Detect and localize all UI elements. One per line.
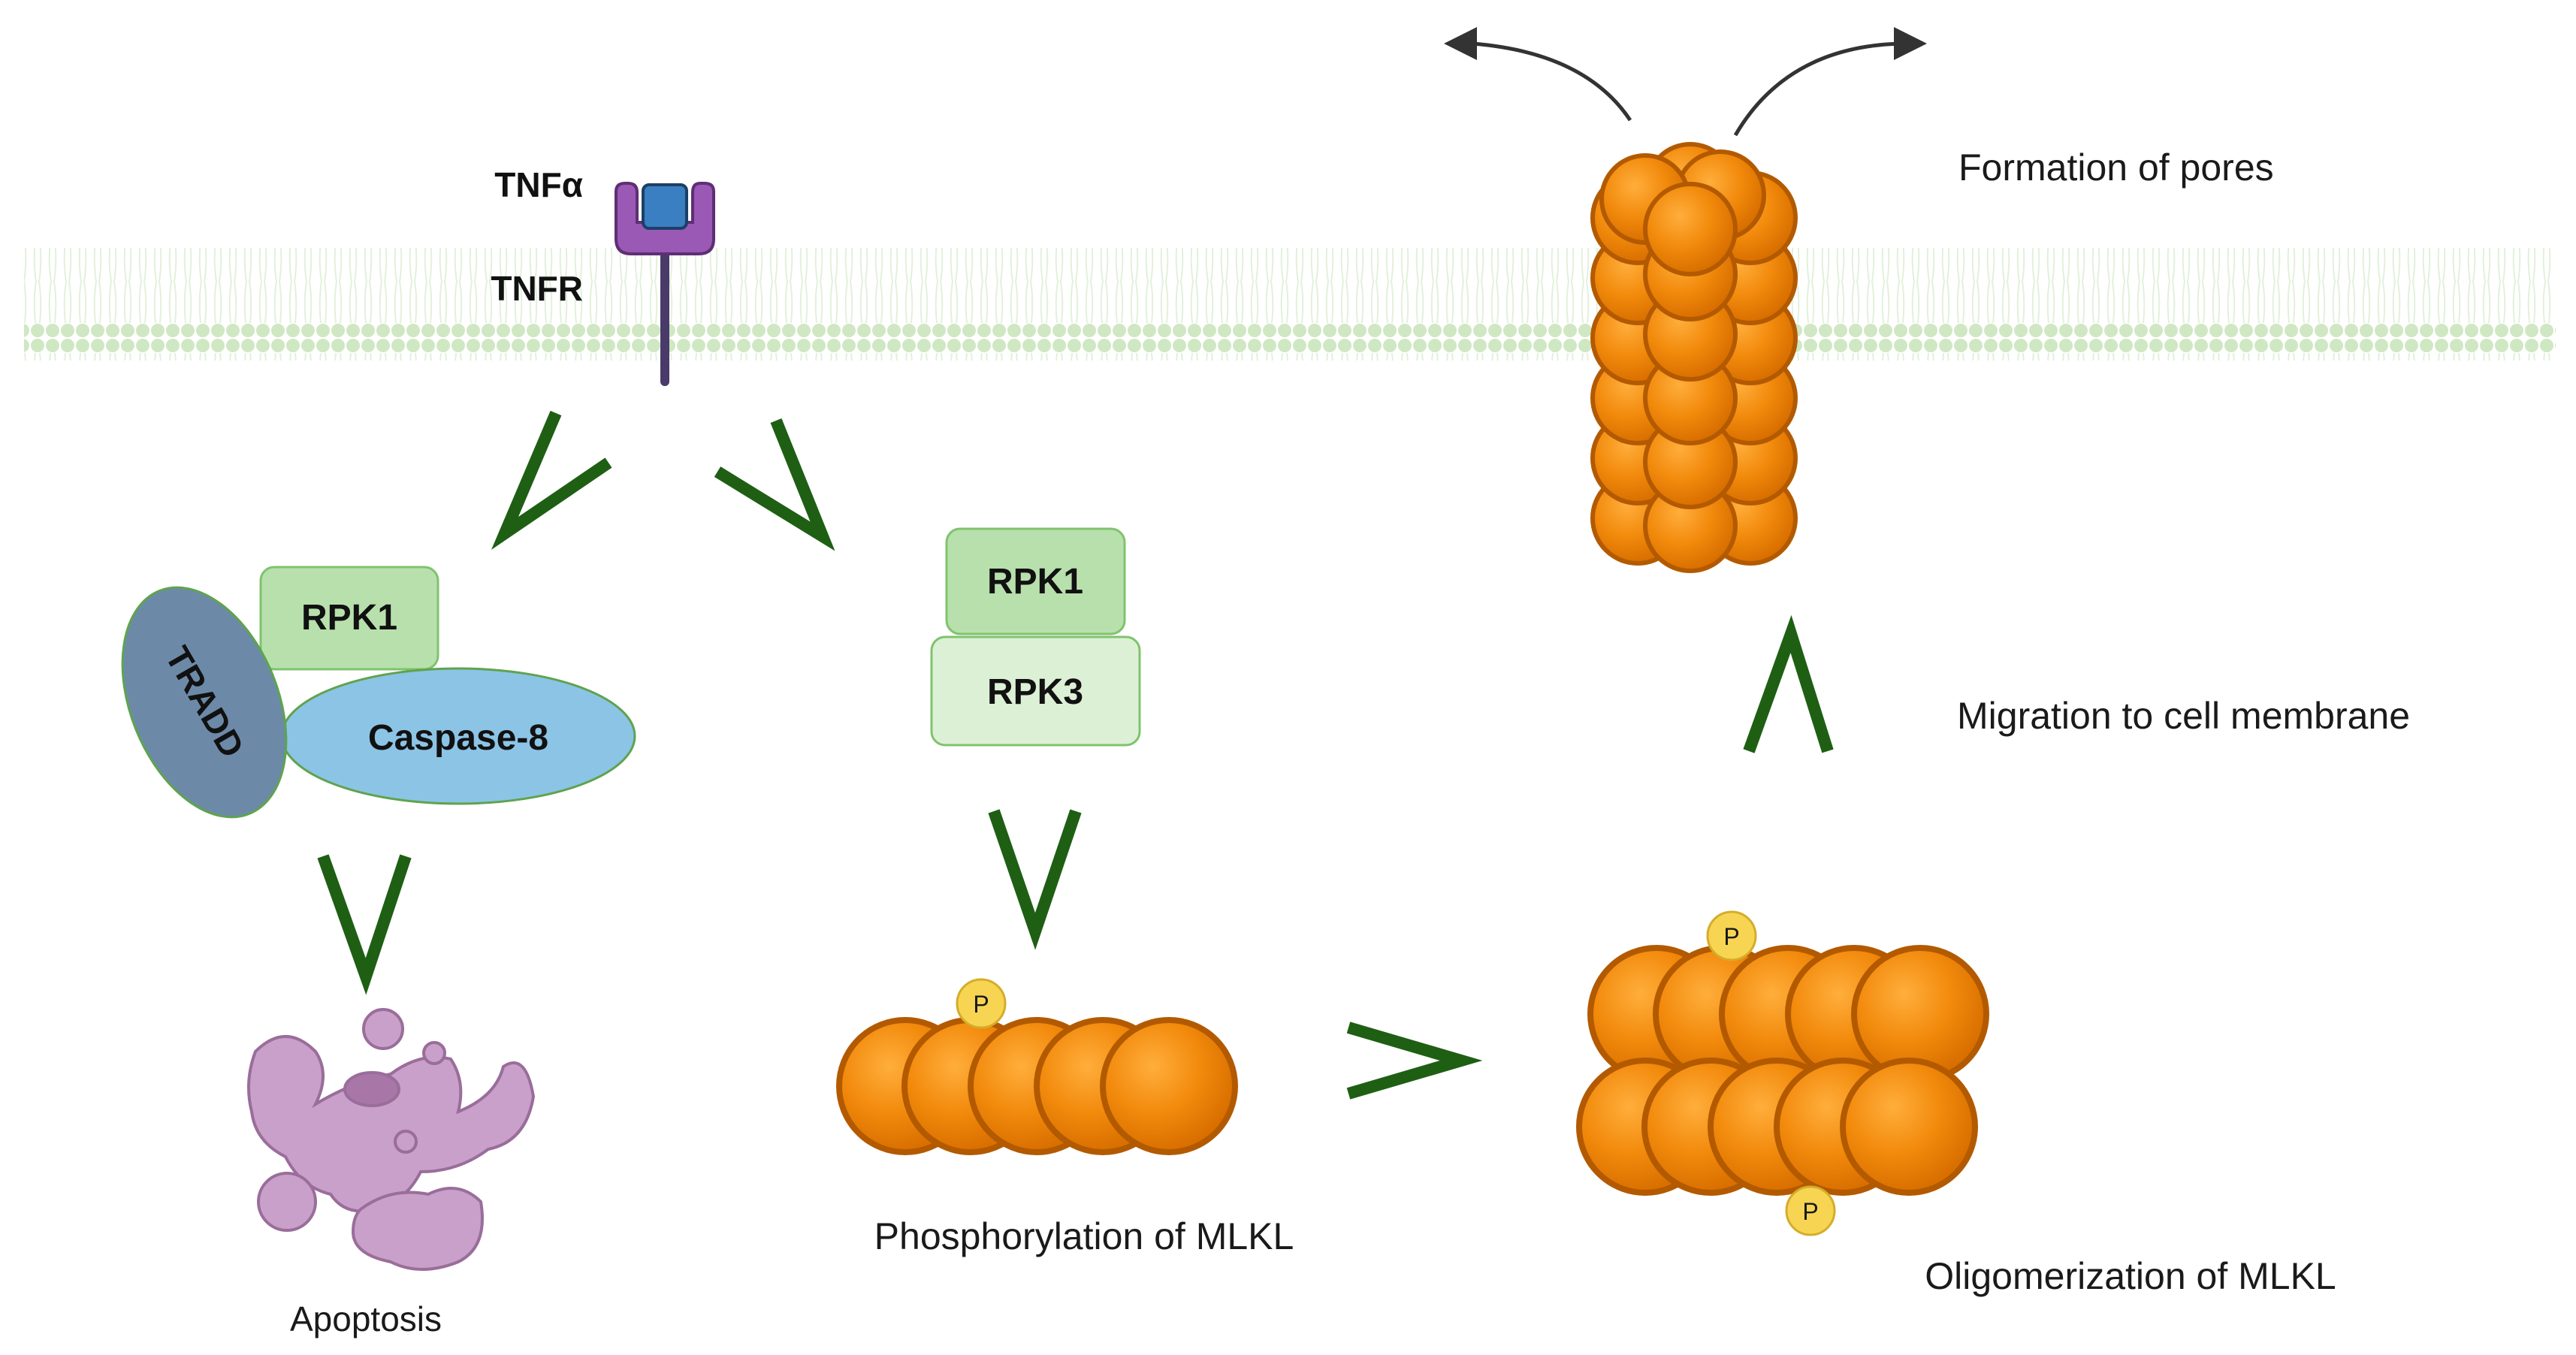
tnf-receptor [615, 182, 715, 386]
arrow-to-oligomerization [1346, 1022, 1483, 1100]
phospho-mark-top [1706, 910, 1757, 961]
tnf-alpha-ligand [642, 183, 688, 230]
phospho-mark [956, 978, 1007, 1029]
rpk1-box-center [945, 527, 1126, 635]
phospho-label-top: P [1723, 923, 1739, 950]
arrow-to-complex-left [491, 410, 612, 550]
arrow-to-rpk-complex [714, 418, 835, 551]
pore-outflow-arrows [1472, 41, 1905, 137]
arrowhead-right-icon [1894, 27, 1927, 60]
tnfa-label: TNFα [494, 165, 583, 204]
migration-label: Migration to cell membrane [1957, 695, 2410, 737]
death-complex [121, 566, 636, 819]
arrow-to-apoptosis [317, 854, 412, 995]
mlkl-oligomer [1576, 945, 1989, 1196]
rpk1-center-label: RPK1 [987, 562, 1083, 602]
phosphorylation-label: Phosphorylation of MLKL [874, 1215, 1294, 1257]
rpk3-box [930, 635, 1141, 747]
apoptosis-label: Apoptosis [290, 1299, 442, 1338]
rpk1-left-label: RPK1 [301, 598, 397, 638]
phospho-mark-bottom [1785, 1185, 1836, 1236]
rpk3-label: RPK3 [987, 672, 1083, 712]
arrow-migration [1743, 614, 1834, 753]
tnfr-label: TNFR [491, 269, 583, 308]
rpk1-box-left [259, 566, 439, 671]
mlkl-pore [1590, 142, 1798, 573]
caspase8-label: Caspase-8 [368, 718, 548, 758]
arrow-to-phosphorylation [988, 809, 1082, 950]
apoptotic-cell-icon [247, 1008, 536, 1271]
pores-label: Formation of pores [1958, 146, 2274, 189]
mlkl-chain [836, 1017, 1238, 1155]
phospho-label: P [973, 991, 989, 1018]
phospho-label-bottom: P [1802, 1198, 1818, 1225]
cell-membrane [24, 248, 2556, 361]
tradd-shape [121, 586, 288, 819]
oligomerization-label: Oligomerization of MLKL [1925, 1255, 2336, 1297]
arrowhead-left-icon [1444, 27, 1477, 60]
